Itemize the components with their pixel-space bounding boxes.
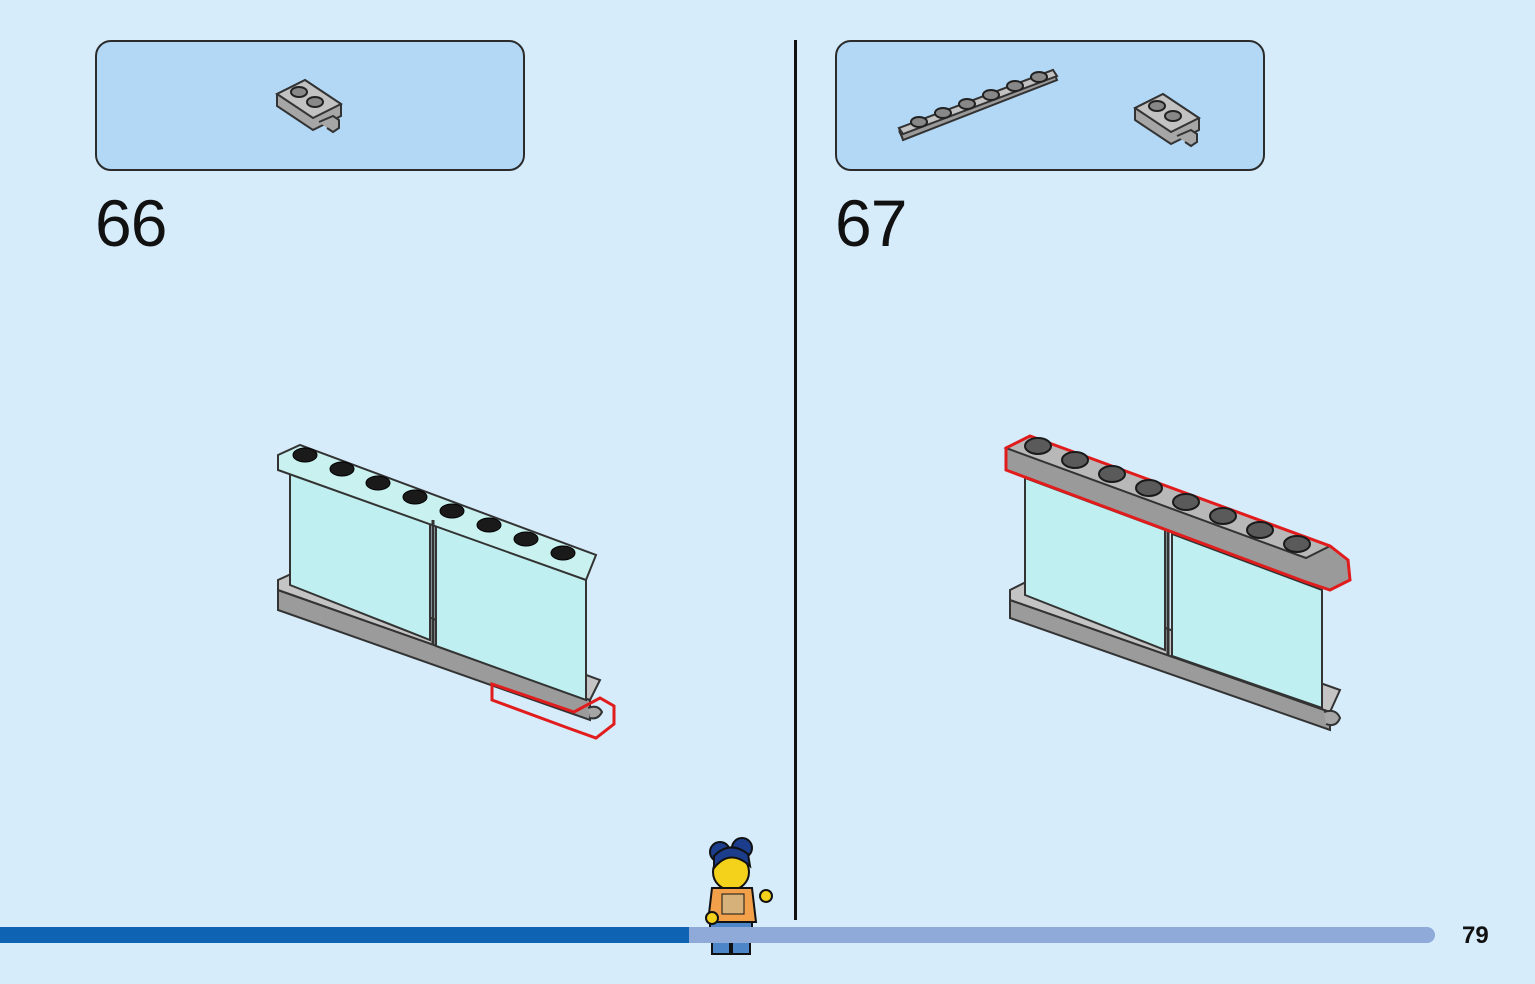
step-66-model-illustration [277, 443, 616, 740]
parts-callout-step-67 [835, 40, 1265, 171]
step-number-67: 67 [835, 186, 907, 260]
parts-callout-step-66 [95, 40, 525, 171]
page-number: 79 [1462, 922, 1489, 949]
plate-1x2-clip-icon [275, 78, 343, 134]
step-number-66: 66 [95, 186, 167, 260]
step-67-model-illustration [1003, 434, 1352, 732]
page-divider [794, 40, 797, 920]
plate-1x2-clip-icon [1133, 92, 1201, 148]
plate-1x6-icon [897, 68, 1059, 142]
progress-bar [0, 927, 1435, 943]
progress-fill [0, 927, 689, 943]
